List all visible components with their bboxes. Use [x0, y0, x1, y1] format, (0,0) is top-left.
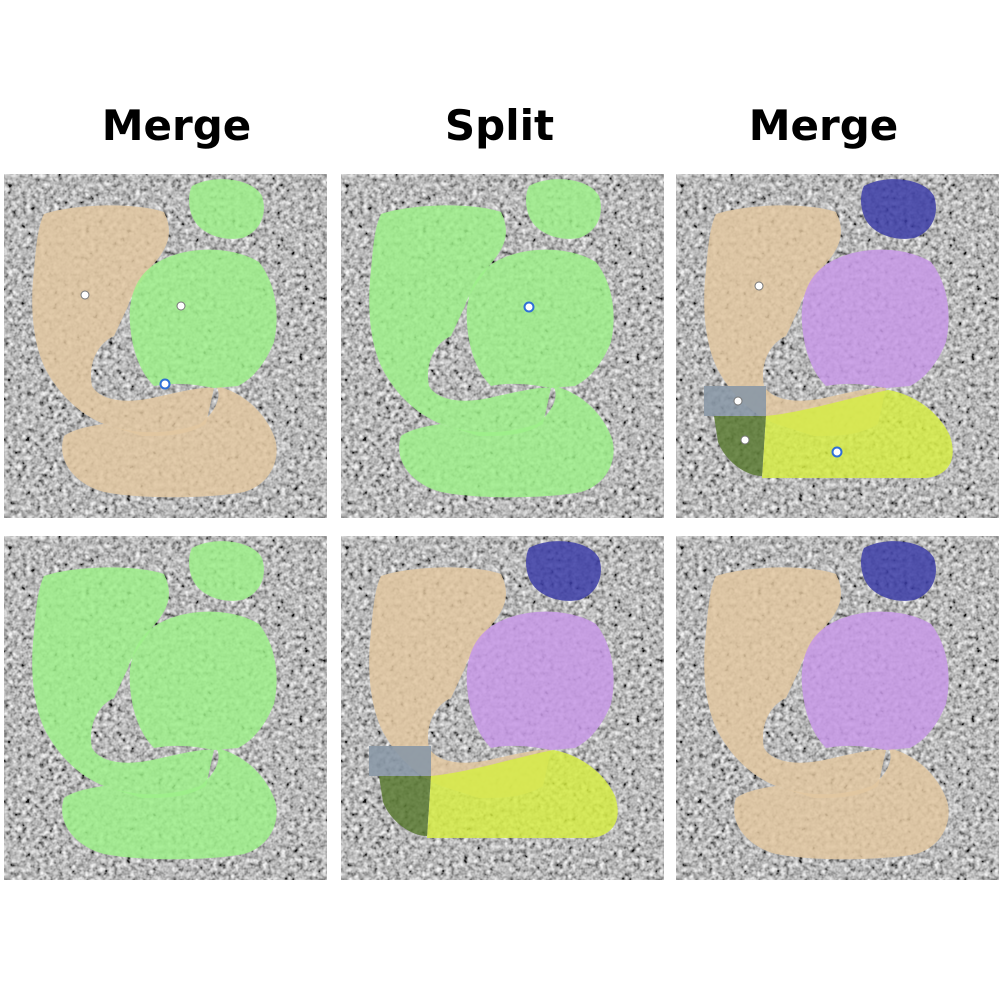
segment-dark-green [379, 776, 431, 836]
segment-yellow-green [762, 390, 953, 478]
click-point-icon[interactable] [176, 301, 186, 311]
segment-gray [369, 746, 431, 776]
segment-purple [466, 611, 614, 750]
segment-green [129, 611, 277, 750]
split-header: Split [444, 101, 555, 150]
panel-top-left-merge-before [4, 174, 327, 518]
em-image-bottom-right [676, 536, 999, 880]
segment-green [129, 249, 277, 388]
selected-point-icon[interactable] [831, 446, 843, 458]
em-image-bottom-middle [341, 536, 664, 880]
panel-bottom-left-merge-after [4, 536, 327, 880]
segment-purple [801, 611, 949, 750]
segment-purple [801, 249, 949, 388]
panel-bottom-right-merge-after [676, 536, 999, 880]
segment-dark-green [714, 416, 766, 476]
panel-top-middle-split-before [341, 174, 664, 518]
click-point-icon[interactable] [754, 281, 764, 291]
em-image-bottom-left [4, 536, 327, 880]
em-image-top-middle [341, 174, 664, 518]
em-image-top-left [4, 174, 327, 518]
panel-bottom-middle-split-after [341, 536, 664, 880]
selected-point-icon[interactable] [523, 301, 535, 313]
segment-green [466, 249, 614, 388]
em-image-top-right [676, 174, 999, 518]
click-point-icon[interactable] [740, 435, 750, 445]
merge-header-right: Merge [748, 101, 899, 150]
click-point-icon[interactable] [733, 396, 743, 406]
selected-point-icon[interactable] [159, 378, 171, 390]
panel-top-right-merge-before [676, 174, 999, 518]
merge-header-left: Merge [101, 101, 252, 150]
click-point-icon[interactable] [80, 290, 90, 300]
segment-yellow-green [427, 750, 618, 838]
